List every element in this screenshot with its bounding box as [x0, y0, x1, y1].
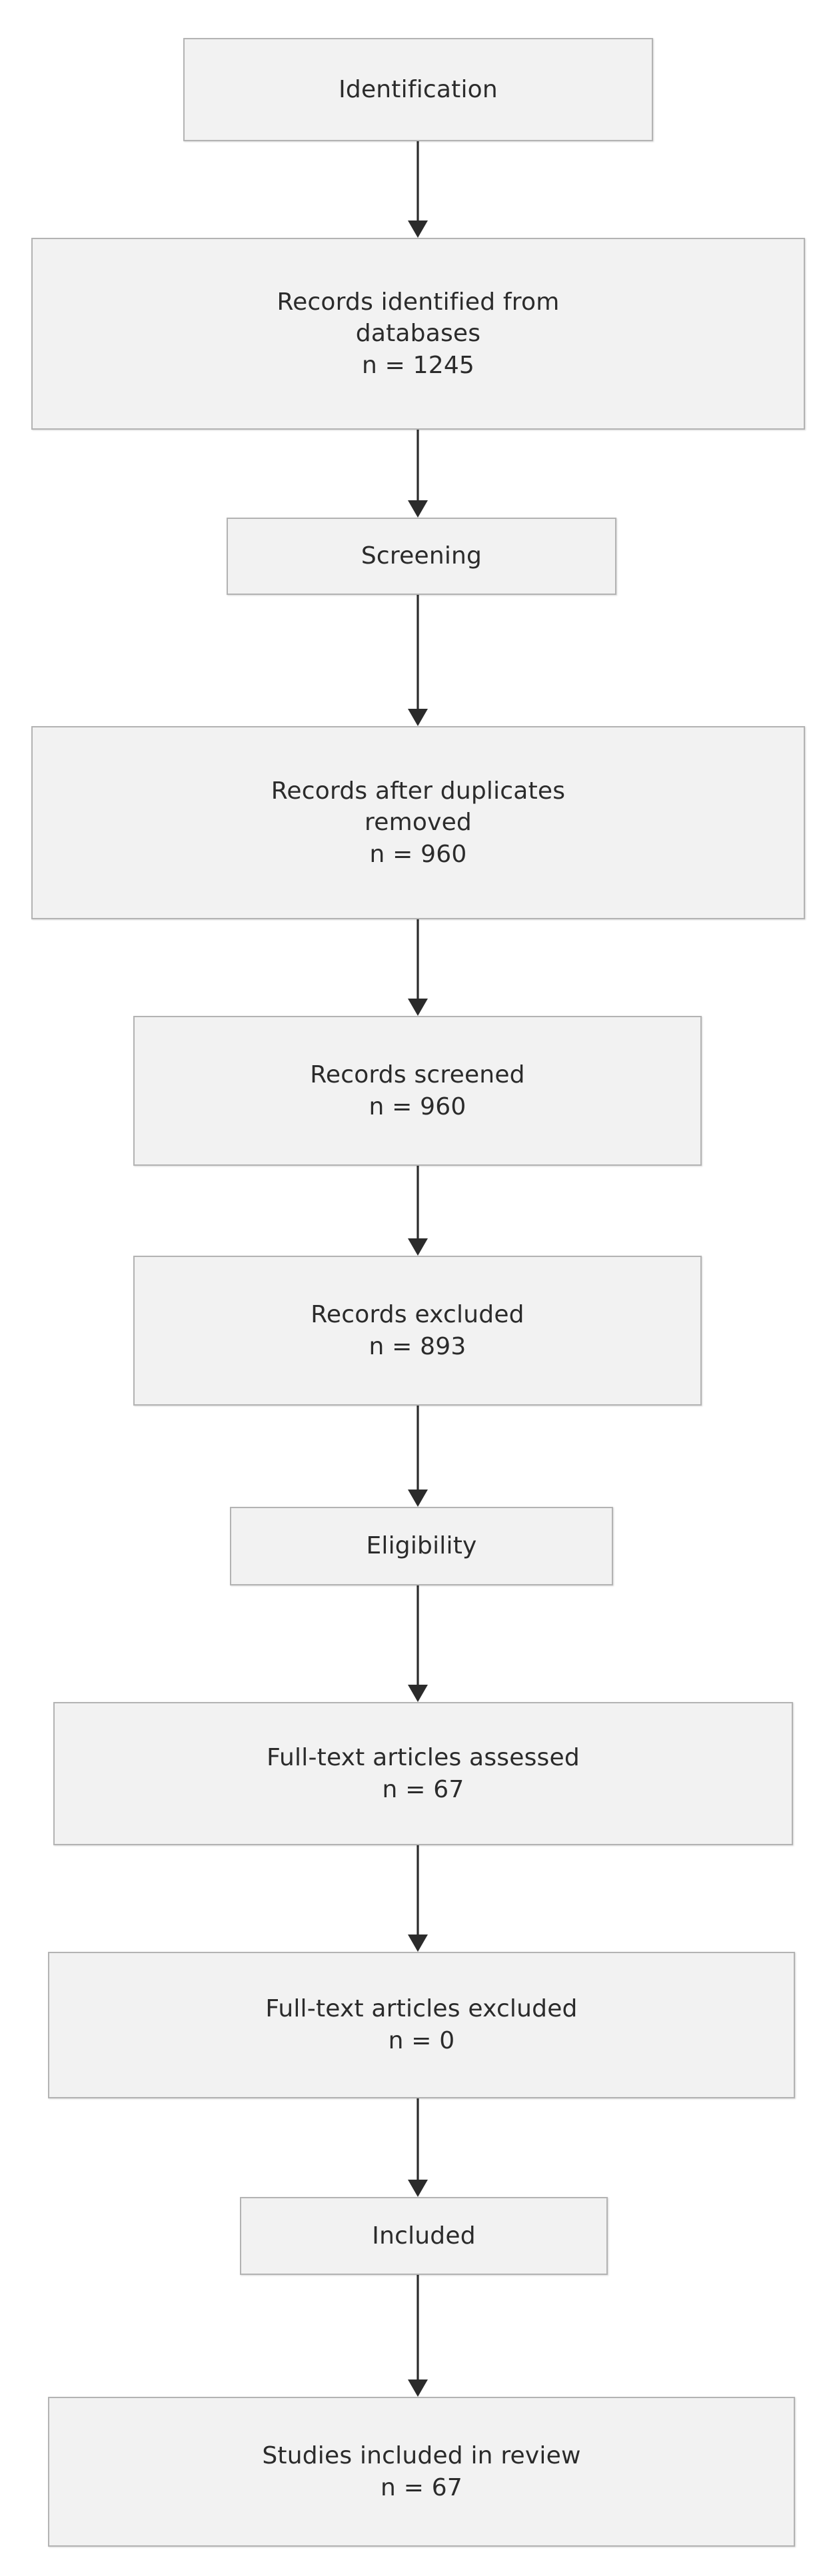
flow-arrow-fulltext-assessed-to-fulltext-excluded [408, 1845, 428, 1952]
flow-node-records-identified-count: n = 1245 [361, 351, 475, 379]
flow-node-eligibility: Eligibility [230, 1507, 613, 1585]
flow-arrow-included-to-studies-included [408, 2275, 428, 2397]
flow-node-records-excluded-line: Records excluded [311, 1300, 524, 1328]
flow-arrow-records-screened-to-records-excluded [408, 1166, 428, 1256]
flow-arrow-eligibility-to-fulltext-assessed [408, 1585, 428, 1702]
flow-node-records-excluded-count: n = 893 [369, 1332, 466, 1360]
flow-node-records-identified-line: Records identified from [277, 288, 560, 316]
flow-node-records-identified-line: databases [355, 320, 481, 348]
flow-node-records-screened: Records screened n = 960 [133, 1016, 702, 1166]
flow-node-screening: Screening [227, 518, 616, 595]
flow-node-studies-included: Studies included in review n = 67 [48, 2397, 795, 2547]
flow-node-studies-included-count: n = 67 [381, 2473, 462, 2501]
flow-node-fulltext-assessed: Full-text articles assessed n = 67 [53, 1702, 793, 1845]
flow-arrow-fulltext-excluded-to-included [408, 2098, 428, 2197]
flow-node-studies-included-line: Studies included in review [262, 2441, 581, 2469]
flow-node-fulltext-excluded: Full-text articles excluded n = 0 [48, 1952, 795, 2098]
flow-node-included-line: Included [372, 2222, 476, 2250]
flow-node-records-screened-line: Records screened [310, 1061, 525, 1088]
flow-node-identification: Identification [183, 38, 653, 141]
flow-node-records-identified: Records identified from databases n = 1245 [31, 238, 805, 430]
flow-arrow-screening-to-records-after-duplicates [408, 595, 428, 726]
flow-node-included: Included [240, 2197, 608, 2275]
flow-node-screening-line: Screening [361, 542, 482, 570]
flow-node-records-after-duplicates-line: removed [365, 809, 472, 837]
flow-node-records-after-duplicates-count: n = 960 [369, 840, 467, 868]
flow-node-records-screened-count: n = 960 [369, 1092, 466, 1120]
flow-arrow-identification-to-records-identified [408, 141, 428, 238]
flow-node-eligibility-line: Eligibility [366, 1532, 477, 1560]
flow-node-fulltext-assessed-count: n = 67 [382, 1775, 464, 1803]
flow-arrow-records-excluded-to-eligibility [408, 1406, 428, 1507]
flow-node-fulltext-excluded-line: Full-text articles excluded [265, 1995, 578, 2023]
flow-node-identification-line: Identification [339, 75, 498, 103]
flow-arrow-records-after-duplicates-to-records-screened [408, 919, 428, 1016]
flow-node-fulltext-excluded-count: n = 0 [388, 2027, 455, 2054]
flow-node-fulltext-assessed-line: Full-text articles assessed [267, 1743, 580, 1771]
flow-node-records-after-duplicates-line: Records after duplicates [271, 777, 566, 805]
flow-node-records-after-duplicates: Records after duplicates removed n = 960 [31, 726, 805, 919]
flow-node-records-excluded: Records excluded n = 893 [133, 1256, 702, 1406]
flow-arrow-records-identified-to-screening [408, 430, 428, 518]
